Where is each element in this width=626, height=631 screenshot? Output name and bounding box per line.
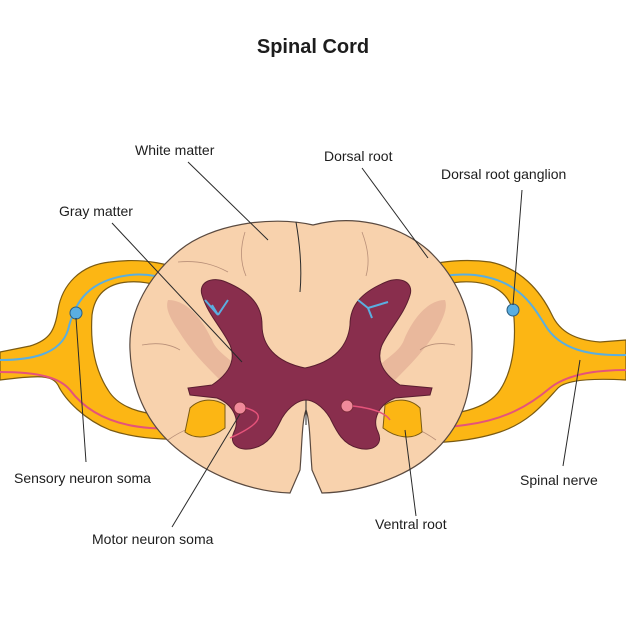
left-motor-axon (229, 407, 259, 439)
contour-2 (141, 343, 181, 351)
contour-6 (361, 231, 369, 277)
leader-motor-neuron-soma (171, 413, 241, 528)
right-motor-soma-icon (340, 399, 354, 413)
diagram-title: Spinal Cord (257, 36, 369, 58)
label-gray-matter: Gray matter (59, 203, 133, 219)
right-motor-axon (352, 405, 391, 421)
right-sensory-soma-icon (506, 303, 520, 317)
right-ventral-root (382, 399, 423, 438)
label-motor-neuron-soma: Motor neuron soma (92, 531, 214, 547)
leader-ventral-root (404, 429, 417, 517)
label-ventral-root: Ventral root (375, 516, 447, 532)
leader-sensory-neuron-soma (75, 317, 87, 463)
left-sensory-soma-icon (69, 306, 83, 320)
label-white-matter: White matter (135, 142, 215, 158)
label-dorsal-root-ganglion: Dorsal root ganglion (441, 166, 566, 182)
label-dorsal-root: Dorsal root (324, 148, 393, 164)
contour-7 (240, 231, 247, 277)
contour-4 (419, 343, 456, 351)
label-spinal-nerve: Spinal nerve (520, 472, 598, 488)
white-matter-shade-left (167, 300, 240, 380)
leader-dorsal-root-ganglion (512, 189, 523, 306)
leader-gray-matter (111, 222, 243, 363)
left-dorsal-root-branches (204, 299, 229, 316)
leader-dorsal-root (361, 167, 429, 259)
spinal-cord (129, 220, 473, 494)
leader-white-matter (187, 161, 269, 241)
left-ventral-root (184, 399, 226, 438)
label-sensory-neuron-soma: Sensory neuron soma (14, 470, 151, 486)
left-motor-soma-icon (233, 401, 247, 415)
dorsal-median-sulcus (295, 221, 302, 293)
right-dorsal-root-branches (357, 299, 389, 319)
leader-spinal-nerve (562, 359, 581, 467)
contour-1 (177, 261, 229, 273)
white-matter-shade-right (376, 300, 446, 380)
gray-matter (187, 279, 433, 450)
